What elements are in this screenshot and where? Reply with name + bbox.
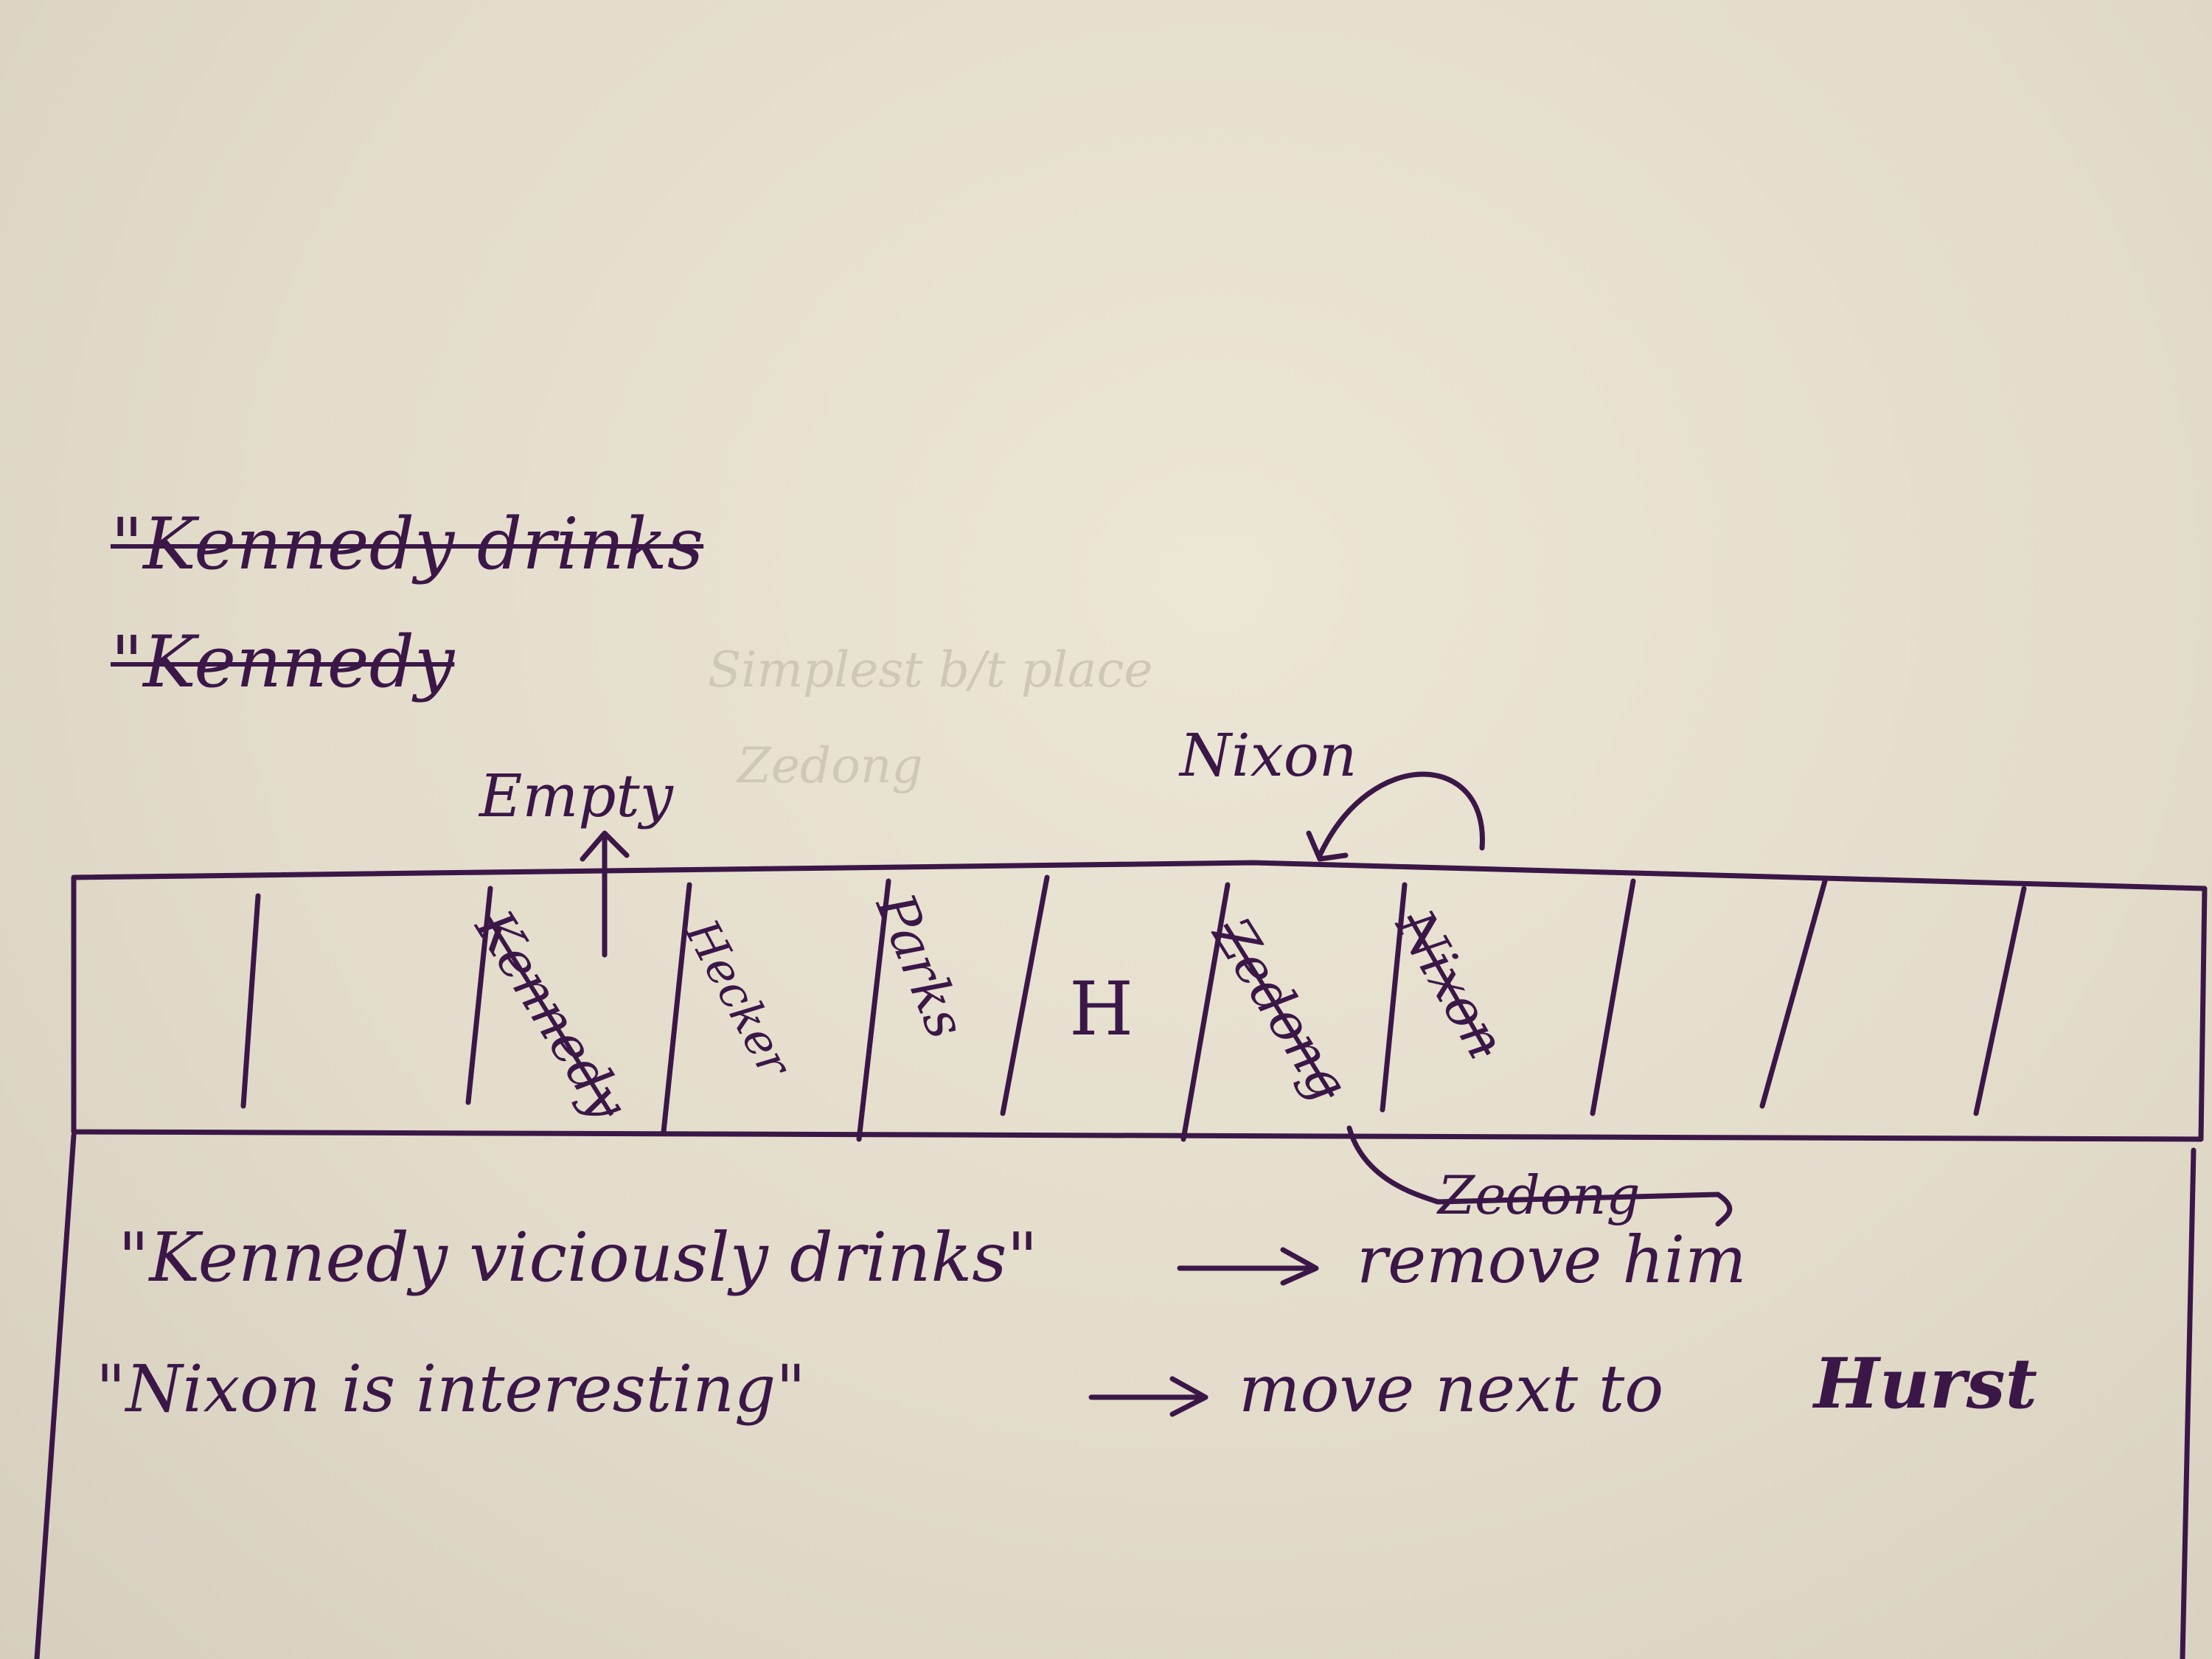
slot-divider (1759, 878, 1828, 1109)
bracket (1346, 1125, 1733, 1227)
nixon-label: Nixon (1180, 721, 1357, 790)
slot-divider (1380, 882, 1408, 1113)
note-2-quote: "Nixon is interesting" (96, 1351, 806, 1427)
bleed-through-line1: Simplest b/t place (708, 641, 1153, 698)
slot-divider (856, 878, 891, 1142)
slot-divider (465, 886, 493, 1105)
note-2-action: move next to (1239, 1351, 1664, 1427)
up-arrow (580, 830, 630, 958)
arrow-2 (1088, 1376, 1208, 1417)
slot-divider (240, 893, 261, 1109)
slot-divider (1180, 882, 1231, 1142)
arrow-1 (1177, 1247, 1319, 1286)
row-outline (71, 860, 2208, 1142)
bleed-through-line2: Zedong (737, 737, 923, 794)
lower-box-outline (34, 1133, 2197, 1659)
slot-divider (1590, 878, 1636, 1116)
curved-arrow (1306, 771, 1485, 862)
note-2-target: Hurst (1814, 1343, 2038, 1425)
note-1-action: remove him (1357, 1222, 1747, 1298)
slot-divider (1973, 886, 2027, 1116)
slot-zedong-new: Zedong (1438, 1164, 1641, 1226)
slot-divider (661, 882, 692, 1135)
note-1-quote: "Kennedy viciously drinks" (118, 1218, 1038, 1297)
empty-label: Empty (479, 762, 673, 830)
slot-h: H (1069, 966, 1134, 1052)
slot-divider (1000, 874, 1050, 1116)
struck-note-2: "Kennedy (111, 621, 455, 703)
struck-note-1: "Kennedy drinks (111, 503, 704, 585)
